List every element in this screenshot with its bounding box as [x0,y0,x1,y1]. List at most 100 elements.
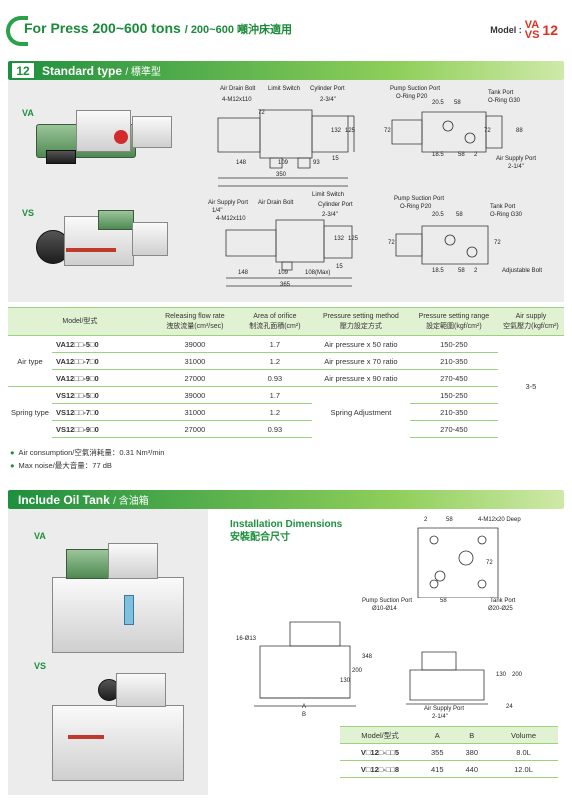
vs-limit-switch: Limit Switch [312,192,345,198]
vs-side-dim-5: 2 [474,268,478,274]
vs-side-dim-7: 72 [494,240,501,246]
section-number: 12 [12,63,34,78]
row-method: Air pressure x 90 ratio [311,369,410,387]
va-side-dim-7: 88 [516,128,523,134]
top-dim-3: 72 [486,560,493,566]
row-area: 1.7 [237,386,312,404]
side-air-size: 2-1/4" [432,714,448,720]
vs-side-dim-1: 20.5 [432,212,444,218]
va-side-dim-5: 2 [474,152,478,158]
va-tank-port: Tank Port [488,90,514,96]
va-air-size: 2-1/4" [508,164,524,170]
side-dim-2: 200 [512,672,523,678]
va-dim-3: 93 [313,160,320,166]
table-row: VA12□□-9□0 27000 0.93 Air pressure x 90 … [8,369,564,387]
install-title: Installation Dimensions 安裝配合尺寸 [230,518,342,544]
vs-dim-2: 109 [278,270,289,276]
vs-oring-g30: O-Ring G30 [490,212,523,218]
oil-va-image [48,543,188,653]
table-row: V□12□-□□8 415 440 12.0L [340,760,558,778]
vs-port-size: 2-3/4" [322,212,338,218]
va-side-dim-2: 58 [454,100,461,106]
va-limit-switch: Limit Switch [268,86,301,92]
vs-side-dim-6: 72 [388,240,395,246]
group-air-type: Air type [8,335,52,387]
volume-table: Model/型式 A B Volume V□12□-□□5 355 380 8.… [340,726,558,778]
top-tank-size: Ø20-Ø25 [488,606,513,612]
vol-volume: 12.0L [489,760,558,778]
spec-header-area: Area of orifice 制流孔面積(cm²) [237,307,312,336]
vs-air-drain-bolt: Air Drain Bolt [258,200,294,206]
vol-header-model: Model/型式 [340,726,420,744]
vs-label: VS [22,208,35,218]
front-dim-1: 348 [362,654,373,660]
vol-b: 380 [454,743,489,761]
vol-model: V□12□-□□8 [340,760,420,778]
vol-a: 415 [420,760,455,778]
section2-title: Include Oil Tank / 含油箱 [18,492,149,507]
va-oring-g30: O-Ring G30 [488,98,521,104]
row-range: 270-450 [409,369,498,387]
vs-front-drawing [212,206,368,296]
page-title: For Press 200~600 tons / 200~600 噸沖床適用 [24,20,292,37]
section-title-cn: / 標準型 [125,67,161,78]
note-air-consumption: Air consumption/空氣消耗量：0.31 Nm³/min [18,448,165,457]
top-tank-port: Tank Port [490,598,516,604]
spring-method: Spring Adjustment [311,386,410,438]
va-dim-4: 350 [276,172,287,178]
vol-a: 355 [420,743,455,761]
vs-adjustable-bolt: Adjustable Bolt [502,268,543,274]
vs-pump-suction-port: Pump Suction Port [394,196,445,202]
va-dim-7: 15 [332,156,339,162]
side-dim-1: 130 [496,672,507,678]
top-pump-suction-port: Pump Suction Port [362,598,413,604]
row-model: VA12□□-7□0 [52,352,152,370]
top-pump-size: Ø10-Ø14 [372,606,397,612]
title-sub: / 200~600 噸沖床適用 [184,24,293,36]
row-flow: 39000 [151,335,238,353]
oil-tank-images: VA VS [8,509,208,795]
spec-header-air: Air supply 空氣壓力(kgf/cm²) [497,307,564,336]
vs-dim-4: 365 [280,282,291,288]
spec-header-model: Model/型式 [8,307,152,336]
note-max-noise: Max noise/最大音量：77 dB [18,461,112,470]
va-air-supply-port: Air Supply Port [496,156,537,162]
top-view-drawing [404,518,514,598]
section-oil-tank-bar: Include Oil Tank / 含油箱 [8,490,564,509]
side-view-drawing [404,648,494,712]
oil-va-label: VA [34,531,46,541]
va-side-dim-1: 20.5 [432,100,444,106]
install-title-cn: 安裝配合尺寸 [230,532,290,543]
table-row: Air type VA12□□-5□0 39000 1.7 Air pressu… [8,335,564,438]
table-row: Spring type VS12□□-5□0 39000 1.7 Spring … [8,386,564,438]
vs-side-drawing [392,218,522,274]
row-model: VA12□□-5□0 [52,335,152,353]
spec-header-flow: Releasing flow rate 洩放流量(cm³/sec) [151,307,238,336]
va-dim-8: 72 [258,110,265,116]
vs-dim-3: 108(Max) [305,270,331,276]
row-area: 1.2 [237,352,312,370]
va-side-dim-6: 72 [384,128,391,134]
va-side-dim-3: 18.5 [432,152,444,158]
va-side-dim-4: 58 [458,152,465,158]
top-dim-1: 2 [424,517,428,523]
vol-volume: 8.0L [489,743,558,761]
top-dim-4: 58 [440,598,447,604]
va-oring-p20: O-Ring P20 [396,94,428,100]
front-view-drawing [250,620,360,720]
vs-dim-5: 132 [334,236,345,242]
vs-air-supply-port: Air Supply Port [208,200,249,206]
va-port-size: 2-3/4" [320,97,336,103]
row-model: VS12□□-5□0 [52,386,152,404]
row-range: 270-450 [409,420,498,438]
row-area: 1.7 [237,335,312,353]
va-cylinder-port: Cylinder Port [310,86,345,92]
vs-dim-7: 15 [336,264,343,270]
title-main: For Press 200~600 tons [24,20,181,36]
row-model: VS12□□-7□0 [52,403,152,421]
section-title-en: Standard type [42,64,123,78]
section2-title-cn: / 含油箱 [113,496,149,507]
va-m12: 4-M12x110 [222,97,252,103]
row-range: 150-250 [409,386,498,404]
note-item: ●Air consumption/空氣消耗量：0.31 Nm³/min [10,448,165,457]
